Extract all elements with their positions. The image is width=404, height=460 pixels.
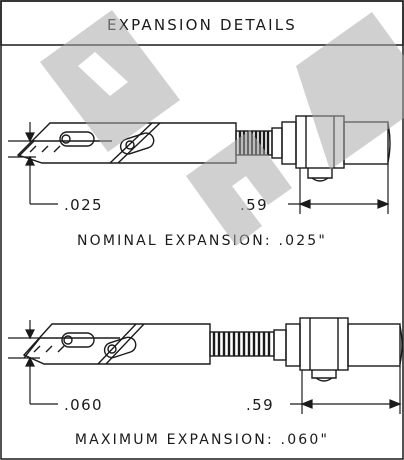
maximum-length-label: .59 bbox=[246, 396, 274, 414]
maximum-dimension-lines bbox=[8, 320, 402, 414]
maximum-offset-label: .060 bbox=[64, 396, 103, 414]
nominal-dimension-lines bbox=[8, 122, 390, 214]
watermark bbox=[40, 10, 404, 246]
nominal-caption: NOMINAL EXPANSION: .025" bbox=[77, 233, 327, 249]
maximum-caption: MAXIMUM EXPANSION: .060" bbox=[75, 432, 329, 448]
header-box bbox=[0, 0, 404, 46]
nominal-offset-label: .025 bbox=[64, 196, 103, 214]
maximum-tool-drawing bbox=[22, 317, 403, 382]
page-title: EXPANSION DETAILS bbox=[107, 16, 297, 34]
